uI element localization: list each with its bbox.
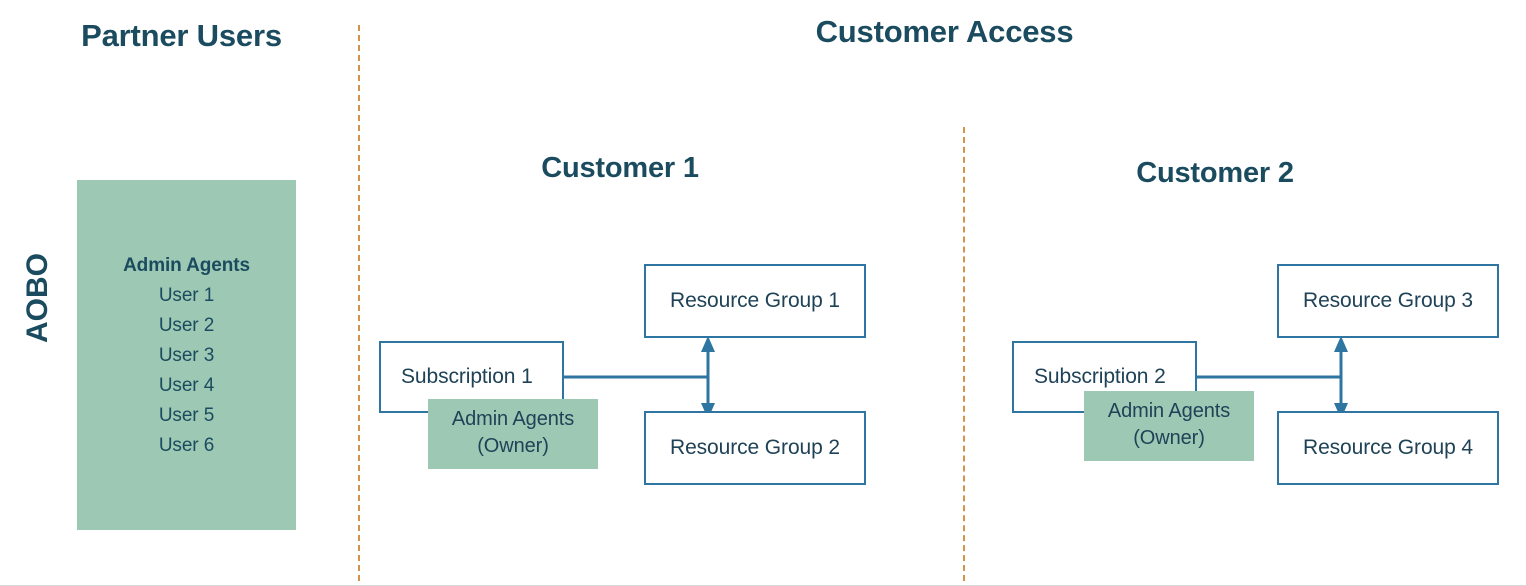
- list-item: User 3: [158, 345, 215, 366]
- customer-2-heading: Customer 2: [1136, 157, 1294, 189]
- owner-tag-line-1: Admin Agents: [1107, 400, 1231, 422]
- resource-group-2-box[interactable]: Resource Group 2: [644, 411, 866, 485]
- resource-group-1-box[interactable]: Resource Group 1: [644, 264, 866, 338]
- resource-group-4-box[interactable]: Resource Group 4: [1277, 411, 1499, 485]
- list-item: User 4: [158, 375, 215, 396]
- admin-agents-panel: Admin Agents User 1 User 2 User 3 User 4…: [77, 180, 296, 530]
- customer-1-owner-tag: Admin Agents (Owner): [428, 399, 598, 469]
- subscription-2-label: Subscription 2: [1034, 365, 1166, 388]
- divider-customer1-customer2: [963, 127, 965, 581]
- resource-group-1-label: Resource Group 1: [670, 289, 840, 312]
- partner-users-heading: Partner Users: [81, 18, 282, 53]
- resource-group-3-box[interactable]: Resource Group 3: [1277, 264, 1499, 338]
- aobo-vertical-label: AOBO: [21, 253, 54, 343]
- resource-group-4-label: Resource Group 4: [1303, 436, 1473, 459]
- owner-tag-line-2: (Owner): [1133, 427, 1205, 449]
- resource-group-3-label: Resource Group 3: [1303, 289, 1473, 312]
- owner-tag-line-2: (Owner): [477, 435, 549, 457]
- admin-agents-panel-title: Admin Agents: [123, 255, 250, 276]
- customer-access-heading: Customer Access: [815, 14, 1074, 49]
- subscription-1-label: Subscription 1: [401, 365, 533, 388]
- list-item: User 5: [158, 405, 215, 426]
- divider-partner-customer: [358, 25, 360, 581]
- resource-group-2-label: Resource Group 2: [670, 436, 840, 459]
- list-item: User 6: [158, 435, 215, 456]
- list-item: User 1: [158, 285, 215, 306]
- customer-2-owner-tag: Admin Agents (Owner): [1084, 391, 1254, 461]
- list-item: User 2: [158, 315, 215, 336]
- owner-tag-line-1: Admin Agents: [451, 408, 575, 430]
- customer-1-heading: Customer 1: [541, 152, 699, 184]
